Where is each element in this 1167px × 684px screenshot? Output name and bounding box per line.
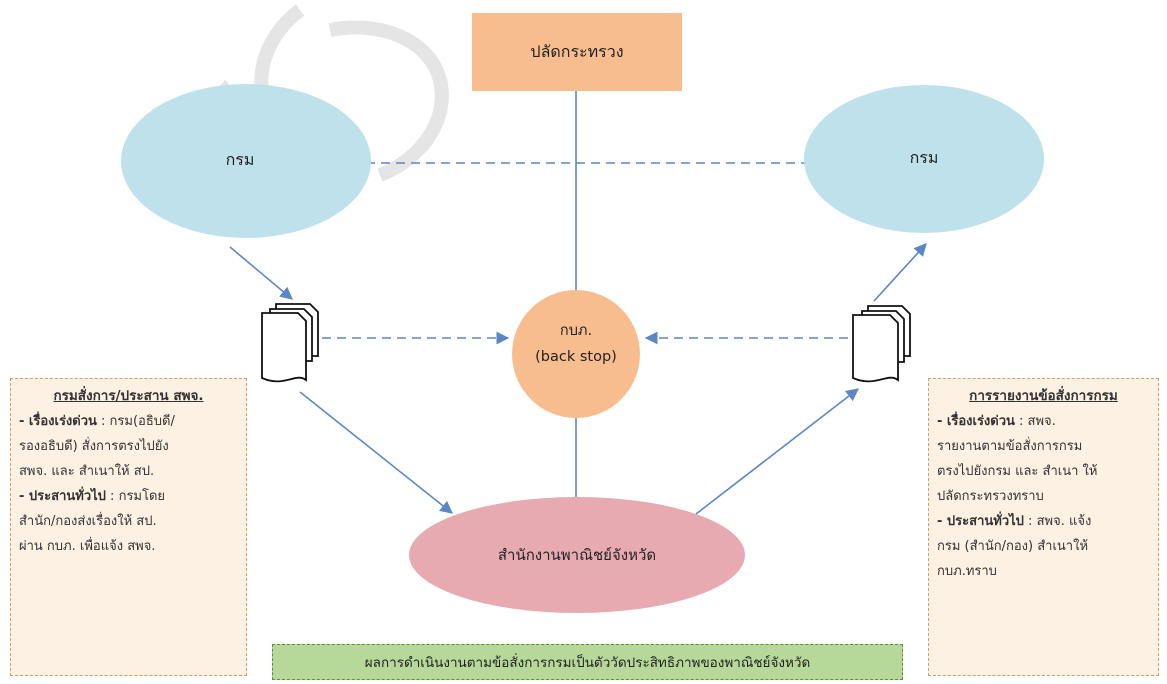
arrow-bottom-to-right-doc [695, 388, 860, 515]
document-stack-icon-left [261, 303, 319, 383]
left-note-general-label: - ประสานทั่วไป [19, 489, 106, 504]
right-note-box: การรายงานข้อสั่งการกรม - เรื่องเร่งด่วน … [928, 378, 1159, 676]
right-note-urgent-line-4: ปลัดกระทรวงทราบ [937, 489, 1044, 504]
right-note-urgent-line-2: รายงานตามข้อสั่งการกรม [937, 439, 1083, 454]
dept-left-ellipse [121, 84, 371, 238]
top-node-label: ปลัดกระทรวง [530, 41, 624, 61]
center-node-line-2: (back stop) [535, 349, 617, 365]
dept-right-ellipse [804, 85, 1044, 233]
left-note-urgent-text-1: : กรม(อธิบดี/ [96, 414, 175, 429]
footer-banner: ผลการดำเนินงานตามข้อสั่งการกรมเป็นตัววัด… [272, 644, 903, 680]
right-note-general-line-2: กรม (สำนัก/กอง) สำเนาให้ [937, 539, 1089, 554]
footer-text: ผลการดำเนินงานตามข้อสั่งการกรมเป็นตัววัด… [364, 655, 811, 671]
left-note-urgent-line-3: สพจ. และ สำเนาให้ สป. [19, 464, 155, 479]
left-note-general-line-2: สำนัก/กองส่งเรื่องให้ สป. [19, 514, 157, 529]
dept-right-label: กรม [909, 147, 939, 167]
center-node-line-1: กบภ. [559, 323, 593, 339]
right-note-general-label: - ประสานทั่วไป [937, 514, 1024, 529]
right-note-urgent-text-1: : สพจ. [1014, 414, 1056, 429]
center-circle [512, 290, 640, 418]
left-note-urgent-label: - เรื่องเร่งด่วน [19, 414, 97, 429]
left-note-general-line-1: - ประสานทั่วไป : กรมโดย [19, 484, 238, 509]
right-note-urgent-line-3: ตรงไปยังกรม และ สำเนา ให้ [937, 464, 1098, 479]
right-note-urgent-line-1: - เรื่องเร่งด่วน : สพจ. [937, 409, 1150, 434]
arrow-left-dept-to-doc [229, 246, 293, 300]
left-note-title: กรมสั่งการ/ประสาน สพจ. [53, 388, 204, 404]
left-note-urgent-line-1: - เรื่องเร่งด่วน : กรม(อธิบดี/ [19, 409, 238, 434]
bottom-node-ellipse [409, 497, 745, 613]
dept-left-label: กรม [225, 149, 255, 169]
left-note-general-line-3: ผ่าน กบภ. เพื่อแจ้ง สพจ. [19, 539, 156, 554]
arrow-right-doc-to-dept [873, 243, 927, 302]
center-node-label: กบภ. (back stop) [512, 318, 640, 390]
right-note-urgent-label: - เรื่องเร่งด่วน [937, 414, 1015, 429]
left-note-urgent-line-2: รองอธิบดี) สั่งการตรงไปยัง [19, 439, 169, 454]
arrow-left-doc-to-bottom [299, 391, 454, 514]
right-note-general-text-1: : สพจ. แจ้ง [1023, 514, 1092, 529]
right-note-general-line-1: - ประสานทั่วไป : สพจ. แจ้ง [937, 509, 1150, 534]
right-note-title: การรายงานข้อสั่งการกรม [969, 388, 1118, 404]
right-note-general-line-3: กบภ.ทราบ [937, 564, 997, 579]
left-note-box: กรมสั่งการ/ประสาน สพจ. - เรื่องเร่งด่วน … [10, 378, 247, 676]
bottom-node-label: สำนักงานพาณิชย์จังหวัด [497, 546, 657, 564]
top-node-box [472, 13, 682, 91]
left-note-general-text-1: : กรมโดย [105, 489, 166, 504]
document-stack-icon-right [852, 305, 911, 383]
